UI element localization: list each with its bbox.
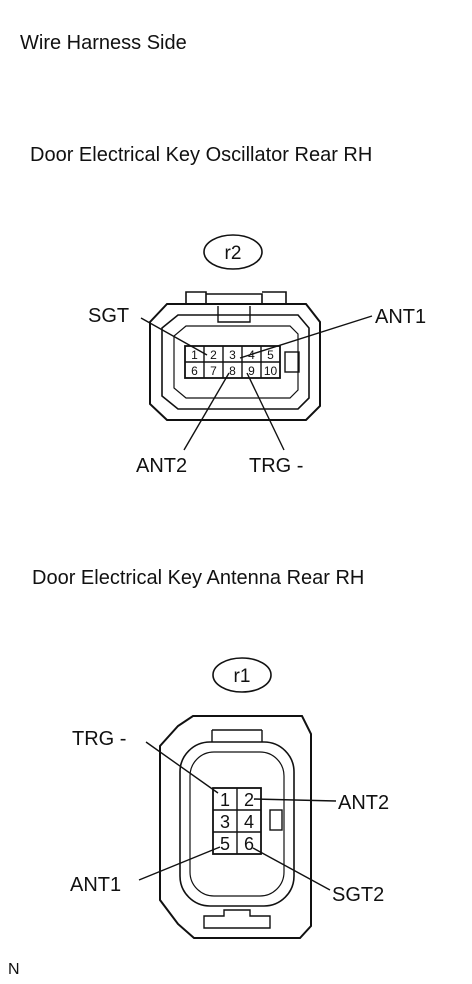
r1-pin-6: 6 (244, 834, 254, 854)
connector-r1-latch-bottom (203, 909, 271, 929)
connector-r2-housing-inner (161, 314, 310, 410)
connector-r2-side-key (284, 351, 300, 373)
r2-pin-5: 5 (267, 348, 274, 362)
r1-label-ant1: ANT1 (70, 874, 121, 896)
r2-pin-6: 6 (191, 364, 198, 378)
connector-r1-side-key (269, 809, 283, 831)
r2-label-ant1: ANT1 (375, 306, 426, 328)
connector-r1-housing-inner2 (189, 751, 285, 897)
r1-label-sgt2: SGT2 (332, 884, 384, 906)
r2-leader-ant2 (183, 372, 230, 451)
connector-r1-name: Door Electrical Key Antenna Rear RH (32, 567, 365, 589)
r1-pin-5: 5 (220, 834, 230, 854)
connector-r1-code: r1 (234, 666, 251, 687)
r2-label-ant2: ANT2 (136, 455, 187, 477)
r1-pin-4: 4 (244, 812, 254, 832)
r2-pin-1: 1 (191, 348, 198, 362)
footer-mark: N (8, 961, 20, 978)
r2-leader-trg (246, 372, 285, 451)
connector-r1-latch-top (211, 729, 263, 742)
r1-pin-3: 3 (220, 812, 230, 832)
r2-leader-ant1 (239, 315, 373, 359)
r1-label-ant2: ANT2 (338, 792, 389, 814)
r1-pin-2: 2 (244, 790, 254, 810)
r2-pin-2: 2 (210, 348, 217, 362)
connector-r2-code-oval (203, 234, 263, 270)
r2-pin-8: 8 (229, 364, 236, 378)
r2-pin-3: 3 (229, 348, 236, 362)
r1-leader-sgt2 (252, 847, 331, 891)
connector-r2: r2 1 2 3 4 5 6 7 8 9 10 (88, 234, 426, 477)
r1-pin-1: 1 (220, 790, 230, 810)
connector-r1-code-oval (212, 657, 272, 693)
connector-r2-housing-outer (149, 303, 321, 421)
r1-label-trg: TRG - (72, 728, 126, 750)
r2-pin-9: 9 (248, 364, 255, 378)
connector-r2-code: r2 (225, 243, 242, 264)
connector-r2-housing-inner2 (173, 325, 299, 399)
page-title: Wire Harness Side (20, 32, 187, 54)
connector-r1-housing-inner (179, 741, 295, 907)
connector-r2-latch-inner (217, 306, 251, 323)
r2-label-sgt: SGT (88, 305, 129, 327)
r2-pin-10: 10 (264, 364, 278, 378)
r2-pin-7: 7 (210, 364, 217, 378)
r1-leader-trg (145, 741, 219, 794)
connector-r1-housing-outer (159, 715, 312, 939)
r1-leader-ant1 (138, 846, 221, 881)
r1-leader-ant2 (253, 798, 337, 802)
connector-r1: r1 1 2 3 4 5 6 (70, 657, 389, 939)
r2-leader-sgt (140, 317, 208, 356)
connector-r2-name: Door Electrical Key Oscillator Rear RH (30, 144, 373, 166)
r2-label-trg: TRG - (249, 455, 303, 477)
connector-r2-latch (185, 291, 287, 304)
